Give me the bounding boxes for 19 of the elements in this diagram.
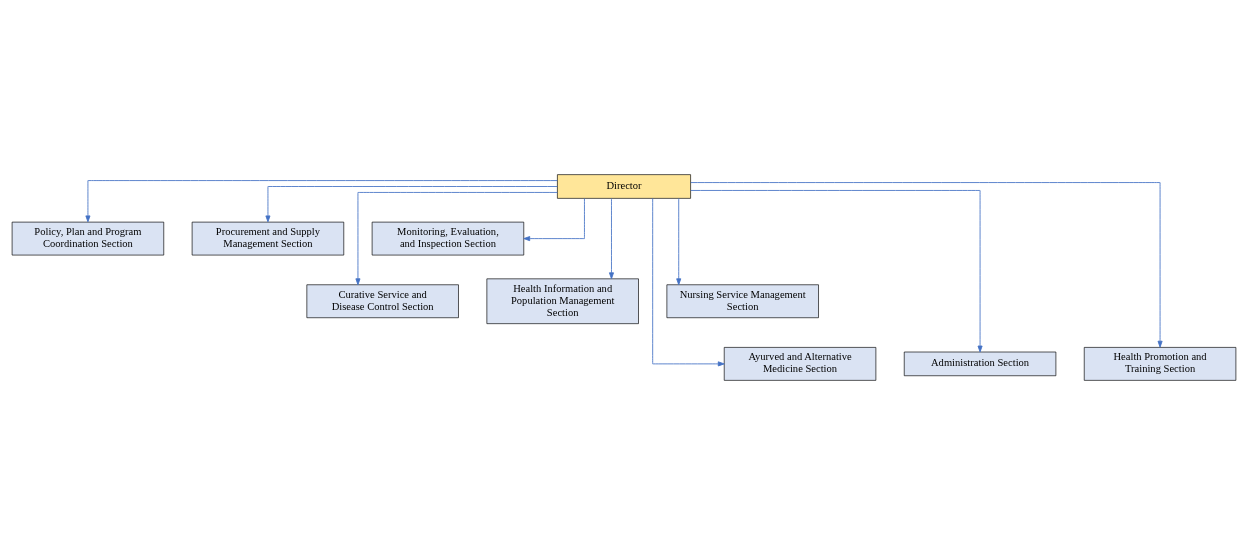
node-box: Procurement and Supply Management Section bbox=[191, 221, 345, 255]
node-box: Ayurved and Alternative Medicine Section bbox=[723, 346, 877, 381]
arrow bbox=[690, 181, 1163, 348]
arrow bbox=[608, 197, 614, 279]
node-box: Administration Section bbox=[903, 351, 1057, 376]
arrow bbox=[690, 189, 983, 352]
node-box: Health Promotion and Training Section bbox=[1083, 346, 1237, 381]
node-box: Nursing Service Management Section bbox=[666, 283, 819, 318]
arrow bbox=[523, 197, 585, 241]
node-box: Curative Service and Disease Control Section bbox=[306, 283, 459, 318]
node-box: Policy, Plan and Program Coordination Section bbox=[11, 221, 165, 255]
arrow bbox=[676, 197, 682, 285]
arrow bbox=[265, 185, 558, 222]
node-box: Health Information and Population Management Section bbox=[486, 278, 639, 324]
node-box: Director bbox=[557, 173, 691, 199]
arrow bbox=[652, 197, 725, 366]
node-box: Monitoring, Evaluation, and Inspection Section bbox=[371, 221, 525, 255]
arrow bbox=[355, 191, 558, 285]
arrow bbox=[85, 179, 558, 222]
